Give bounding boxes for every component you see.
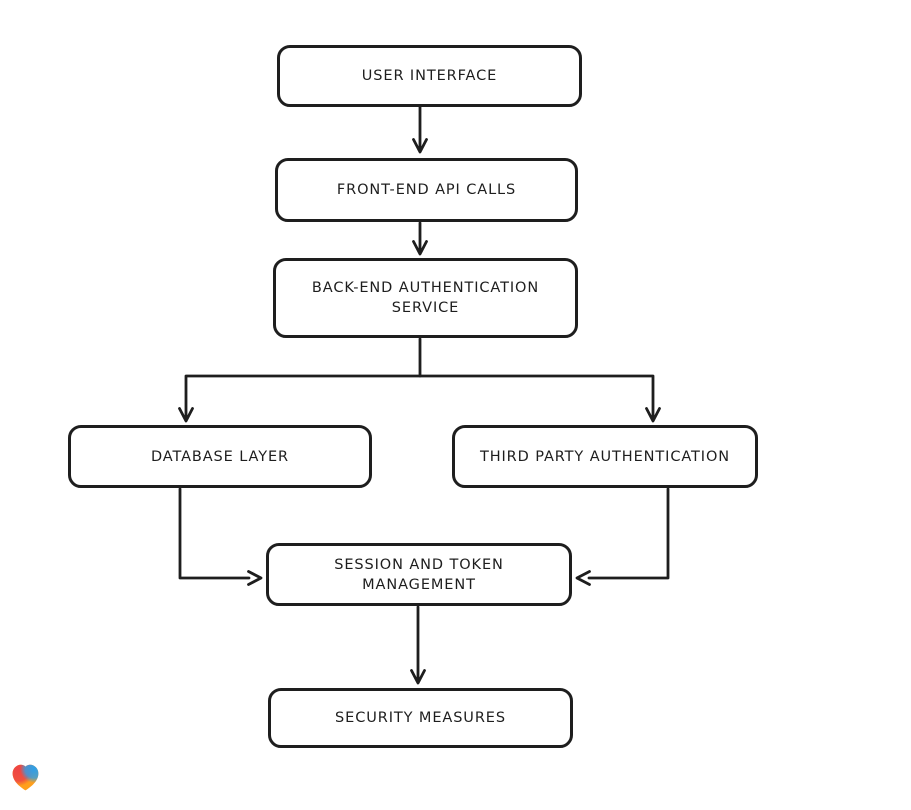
node-third-party-authentication: THIRD PARTY AUTHENTICATION xyxy=(452,425,758,488)
edge-third-party-authentication-to-session-and-token-management xyxy=(575,487,670,586)
edge-back-end-authentication-service-to-third-party-authentication xyxy=(418,374,661,423)
node-session-and-token-management: SESSION AND TOKEN MANAGEMENT xyxy=(266,543,572,606)
node-front-end-api-calls-label: FRONT-END API CALLS xyxy=(336,182,517,198)
node-back-end-authentication-service: BACK-END AUTHENTICATION SERVICE xyxy=(273,258,578,338)
node-user-interface-label: USER INTERFACE xyxy=(361,68,498,84)
node-user-interface: USER INTERFACE xyxy=(277,45,582,107)
heart-icon xyxy=(12,764,39,791)
node-back-end-authentication-service-label: BACK-END AUTHENTICATION SERVICE xyxy=(311,280,540,316)
edge-database-layer-to-session-and-token-management xyxy=(178,487,263,586)
node-security-measures-label: SECURITY MEASURES xyxy=(335,710,506,726)
edge-session-and-token-management-to-security-measures xyxy=(410,605,426,685)
node-session-and-token-management-label: SESSION AND TOKEN MANAGEMENT xyxy=(334,556,504,593)
edge-user-interface-to-front-end-api-calls xyxy=(412,105,428,154)
node-database-layer-label: DATABASE LAYER xyxy=(150,448,290,465)
node-security-measures: SECURITY MEASURES xyxy=(268,688,573,748)
node-third-party-authentication-label: THIRD PARTY AUTHENTICATION xyxy=(479,448,731,465)
node-database-layer: DATABASE LAYER xyxy=(68,425,372,488)
lovable-heart-logo[interactable] xyxy=(9,761,42,794)
node-front-end-api-calls: FRONT-END API CALLS xyxy=(275,158,578,222)
edge-front-end-api-calls-to-back-end-authentication-service xyxy=(412,221,428,256)
edge-back-end-authentication-service-to-database-layer xyxy=(178,337,422,423)
